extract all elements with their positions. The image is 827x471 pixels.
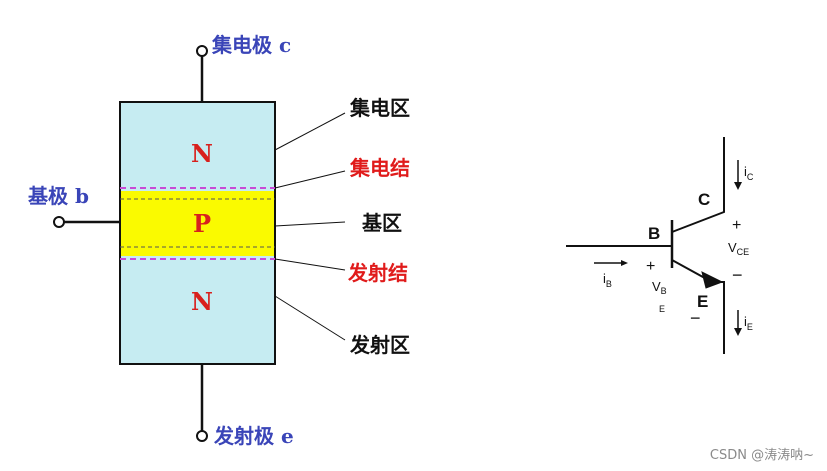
leader-emitter-junction <box>274 258 346 271</box>
npn-symbol <box>566 137 742 354</box>
n-collector-region <box>120 102 275 191</box>
vce-label: VCE <box>728 240 749 257</box>
symbol-b-label: B <box>648 224 660 243</box>
emitter-junction-label: 发射结 <box>347 261 408 285</box>
leader-collector-junction <box>274 170 346 189</box>
collector-junction-label: 集电结 <box>349 156 410 180</box>
ie-arrow-icon <box>734 328 742 336</box>
ie-label: iE <box>744 314 753 332</box>
n-bottom-label: N <box>191 287 213 316</box>
n-top-label: N <box>191 139 213 168</box>
vce-minus: − <box>732 265 743 285</box>
vbe-plus: + <box>646 258 655 275</box>
p-base-region <box>120 191 275 256</box>
symbol-e-label: E <box>697 292 708 311</box>
collector-region-label: 集电区 <box>349 96 410 120</box>
base-region-label: 基区 <box>362 211 402 235</box>
watermark: CSDN @涛涛呐~ <box>710 447 814 463</box>
vbe-minus: − <box>690 308 701 328</box>
base-label: 基极 b <box>28 184 89 208</box>
emitter-region-label: 发射区 <box>349 333 410 357</box>
symbol-c-label: C <box>698 190 710 209</box>
p-mid-label: P <box>193 209 211 238</box>
collector-terminal <box>196 45 208 57</box>
ib-label: iB <box>603 271 612 289</box>
device-outline <box>119 101 276 365</box>
vce-plus: + <box>732 217 741 234</box>
leader-base-region <box>274 221 346 227</box>
collector-label: 集电极 c <box>211 33 291 57</box>
emitter-terminal <box>196 430 208 442</box>
vbe-sub-e: E <box>659 304 665 314</box>
base-terminal <box>53 216 65 228</box>
emitter-label: 发射极 e <box>213 424 294 448</box>
ib-arrow-icon <box>621 260 628 266</box>
vbe-label: VB <box>652 279 667 296</box>
ic-label: iC <box>744 164 754 182</box>
leader-collector-region <box>274 112 346 151</box>
npn-structure: N P N 集电极 c 基极 b 发射极 e 集电区 集电结 基区 发射结 发射… <box>28 33 410 448</box>
collector-wire <box>671 137 725 233</box>
ic-arrow-icon <box>734 182 742 190</box>
n-emitter-region <box>120 256 275 364</box>
npn-symbol-labels: C B E iC iB iE + VCE − + VB E − <box>603 164 754 332</box>
emitter-arrow-icon <box>701 271 724 289</box>
leader-emitter-region <box>274 295 346 341</box>
